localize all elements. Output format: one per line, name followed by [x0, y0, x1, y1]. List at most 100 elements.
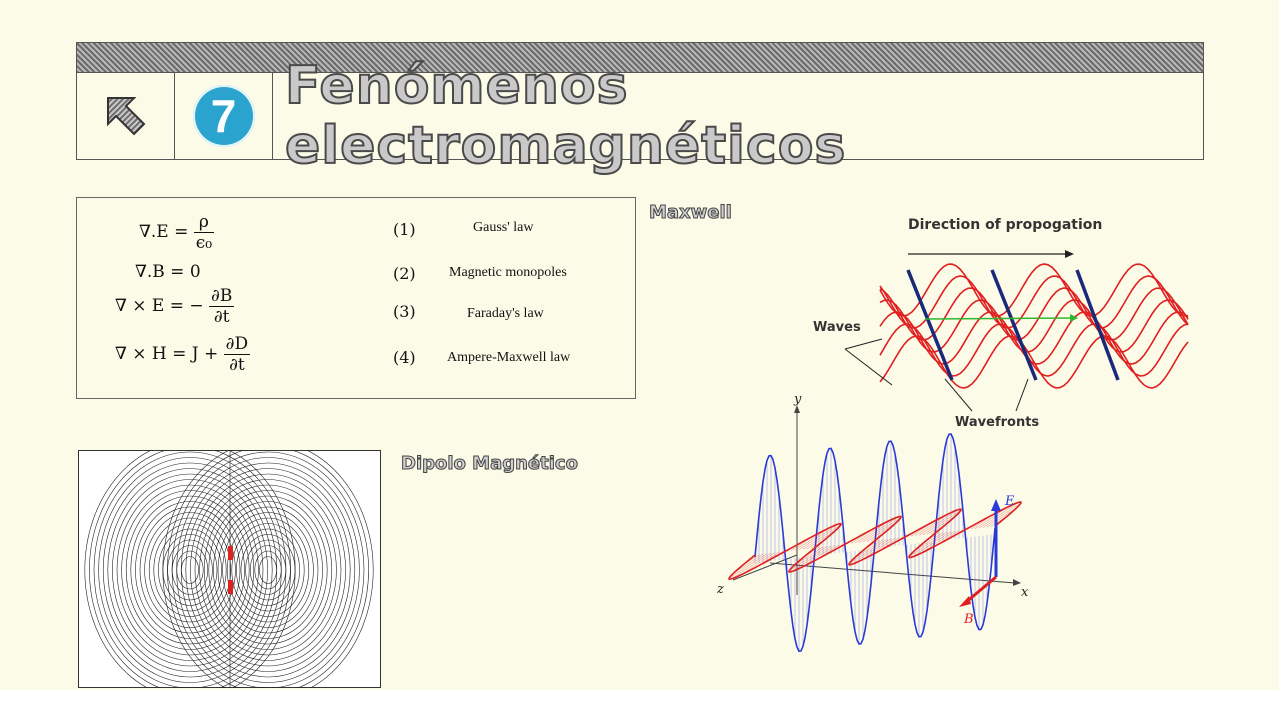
- direction-label: Direction of propogation: [908, 217, 1103, 233]
- field-line: [144, 512, 236, 628]
- equation-denominator: ϵ₀: [195, 233, 213, 253]
- arrow-up-left-icon: [106, 97, 145, 136]
- b-field-hatch: [986, 507, 1017, 528]
- field-line: [208, 495, 328, 645]
- field-line: [148, 517, 232, 623]
- wavefront-line: [906, 269, 954, 381]
- e-vector-head: [991, 499, 1001, 511]
- b-field-hatch: [922, 509, 962, 536]
- field-line: [199, 484, 337, 656]
- equation-index: (1): [393, 220, 416, 239]
- b-field-hatch: [802, 524, 842, 550]
- b-field-hatch: [733, 553, 764, 574]
- b-field-hatch: [731, 552, 772, 580]
- field-line: [130, 495, 250, 645]
- b-field-hatch: [794, 527, 830, 551]
- wavefront-line: [990, 269, 1038, 381]
- equation-index: (4): [393, 348, 416, 367]
- field-line: [259, 556, 277, 584]
- section-number-cell: 7: [175, 73, 273, 159]
- title-cell: Fenómenos electromagnéticos: [273, 55, 1203, 177]
- wavefronts-pointer: [944, 378, 973, 412]
- b-vector-head: [959, 596, 971, 607]
- b-field-hatch: [862, 517, 902, 543]
- wavefronts-label: Wavefronts: [955, 415, 1040, 430]
- b-field-hatch: [854, 520, 890, 544]
- equation-monopoles: ∇.B = 0: [135, 262, 201, 282]
- equation-lhs: ∇.E =: [139, 222, 189, 242]
- wave-line: [879, 287, 1189, 341]
- equation-lhs: ∇.B = 0: [135, 262, 201, 282]
- b-field-hatch: [926, 514, 957, 535]
- field-line: [231, 523, 305, 617]
- b-field-hatch: [853, 539, 884, 560]
- equation-faraday: ∇ × E = − ∂B∂t: [115, 286, 235, 327]
- field-line: [194, 479, 342, 661]
- field-line: [190, 473, 346, 667]
- field-line: [226, 517, 310, 623]
- wave-line: [879, 335, 1189, 389]
- section-number-badge: 7: [192, 85, 255, 147]
- b-field-hatch: [978, 502, 1019, 529]
- b-field-hatch: [793, 546, 824, 567]
- field-line: [240, 534, 296, 606]
- bottom-strip: [0, 690, 1279, 720]
- field-line: [180, 462, 356, 678]
- wave-propagation-diagram: [844, 250, 1189, 412]
- dipolo-label: Dipolo Magnético: [401, 453, 579, 475]
- b-field-hatch: [851, 538, 892, 565]
- equation-numerator: ρ: [193, 212, 215, 233]
- field-line: [185, 468, 351, 672]
- b-field-hatch: [911, 531, 952, 558]
- equation-name: Faraday's law: [467, 306, 544, 321]
- field-line: [171, 451, 365, 688]
- wavefront-line: [1075, 269, 1120, 381]
- field-line: [125, 490, 255, 650]
- b-field-hatch: [858, 516, 899, 543]
- magnetic-dipole-field-image: [78, 450, 381, 688]
- y-axis-label: y: [794, 392, 802, 407]
- b-field-hatch: [800, 545, 836, 569]
- waves-label: Waves: [813, 320, 861, 335]
- x-axis-head: [1013, 579, 1021, 586]
- back-button[interactable]: [77, 73, 175, 159]
- x-axis: [769, 562, 1016, 584]
- field-line: [116, 479, 264, 661]
- b-field-hatch: [740, 552, 776, 576]
- field-line: [121, 484, 259, 656]
- maxwell-label: Maxwell: [649, 202, 733, 224]
- e-field-label: E: [1005, 494, 1015, 509]
- dipole-field-lines: [84, 450, 374, 688]
- dipole-frame: [78, 450, 381, 688]
- equation-denominator: ∂t: [213, 307, 230, 327]
- magnetic-field-wave: [728, 501, 1022, 581]
- propagation-vector: [924, 317, 1073, 320]
- y-axis-head: [794, 405, 800, 413]
- field-line: [139, 506, 241, 634]
- b-vector: [964, 575, 997, 605]
- equation-lhs: ∇ × E = −: [115, 296, 204, 316]
- waves-pointer: [844, 338, 883, 350]
- b-field-hatch: [974, 505, 1010, 529]
- em-wave-3d-diagram: [728, 405, 1022, 653]
- field-line: [162, 450, 374, 688]
- wavefronts-pointer: [1015, 378, 1029, 412]
- dipole-pole-south: [228, 580, 233, 594]
- field-line: [107, 468, 273, 672]
- equation-name: Gauss' law: [473, 220, 534, 235]
- equation-name: Ampere-Maxwell law: [447, 350, 571, 365]
- b-field-hatch: [866, 522, 897, 542]
- field-line: [217, 506, 319, 634]
- field-line: [203, 490, 333, 650]
- b-field-hatch: [860, 538, 896, 561]
- field-line: [167, 450, 369, 688]
- wave-line: [879, 275, 1189, 329]
- header-bar: 7 Fenómenos electromagnéticos: [76, 55, 1204, 177]
- z-axis-label: z: [717, 582, 724, 597]
- b-field-hatch: [920, 530, 956, 554]
- b-field-label: B: [964, 612, 974, 627]
- b-field-hatch: [798, 523, 839, 550]
- b-field-hatch: [908, 531, 948, 557]
